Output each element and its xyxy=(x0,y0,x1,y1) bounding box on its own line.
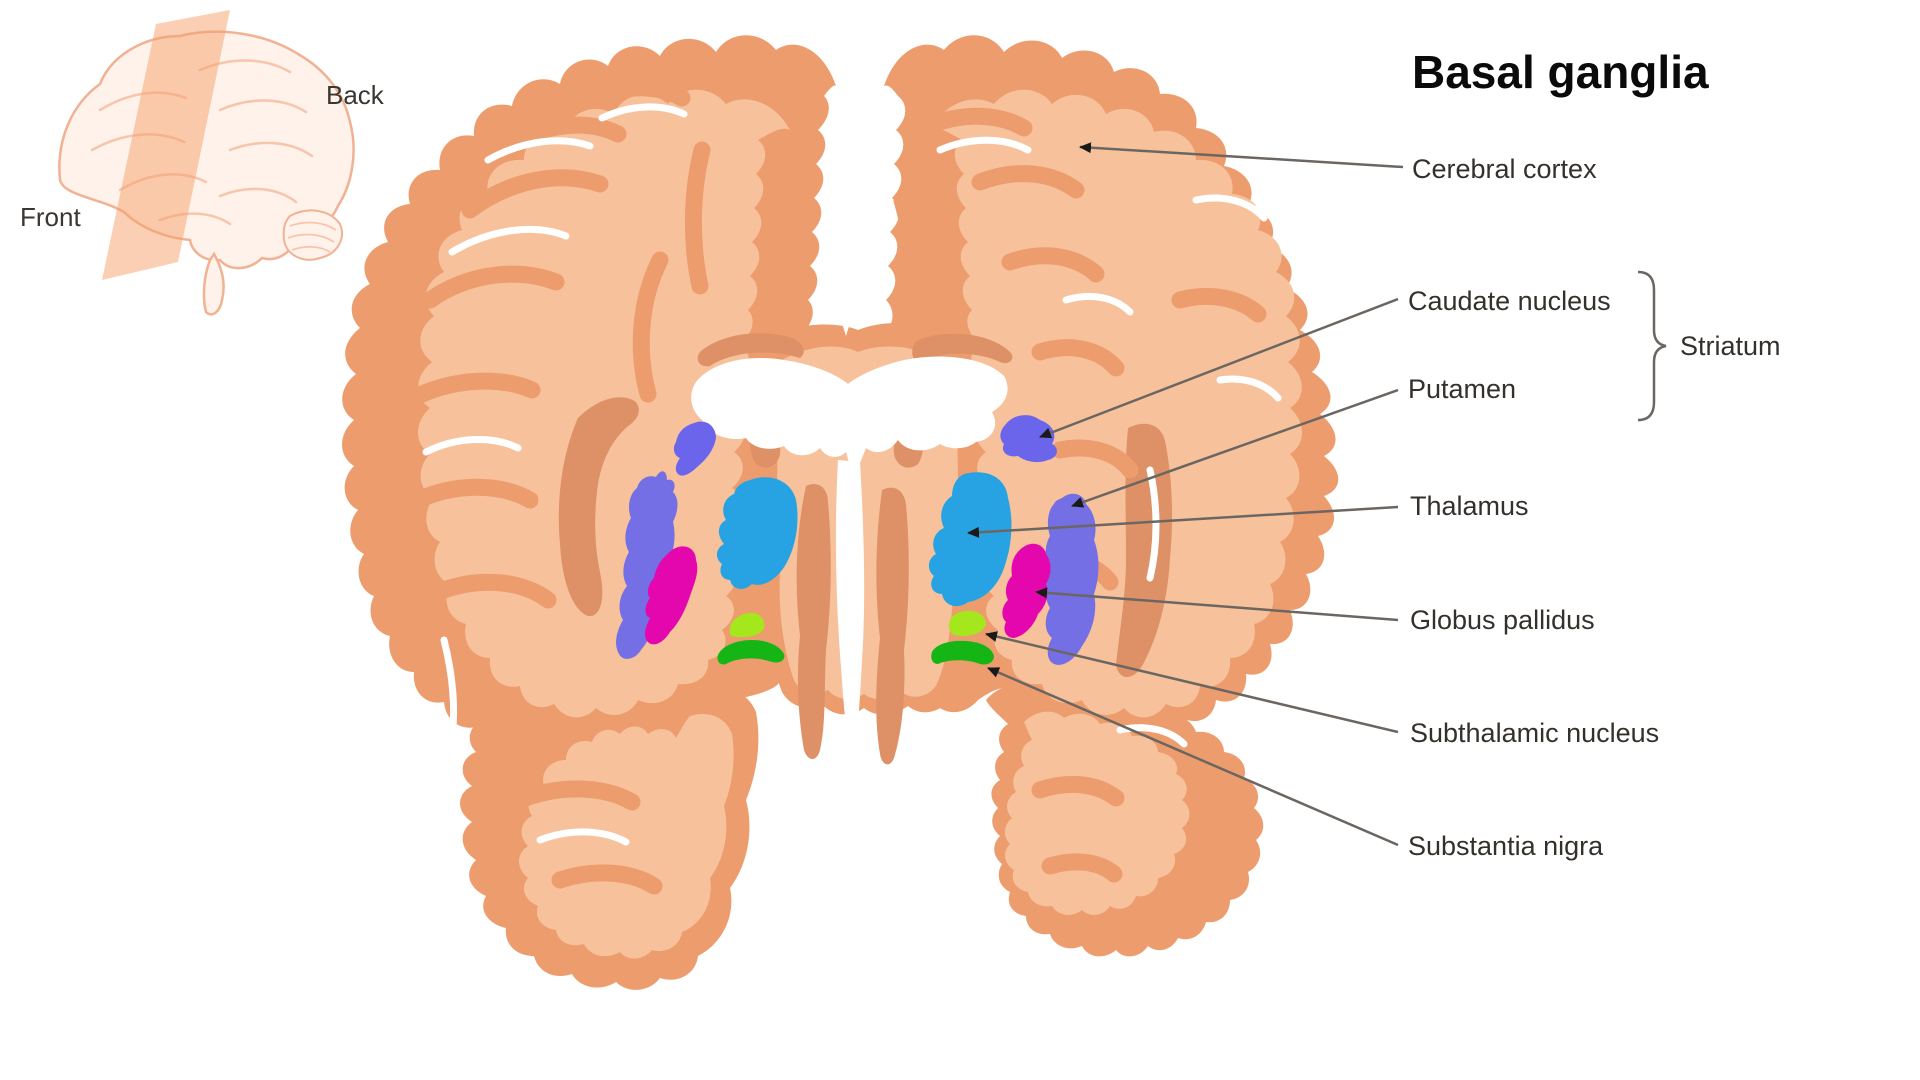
sulcus-stroke xyxy=(491,116,627,159)
globus-pallidus-right-shape xyxy=(1002,543,1051,638)
label-subthalamic-nucleus: Subthalamic nucleus xyxy=(1410,718,1659,748)
third-ventricle xyxy=(835,460,865,758)
label-globus-pallidus: Globus pallidus xyxy=(1410,605,1595,635)
sulcus-stroke xyxy=(1051,439,1139,479)
label-striatum: Striatum xyxy=(1680,331,1781,361)
inset-brainstem xyxy=(202,251,225,316)
left-temporal-white-matter xyxy=(519,714,734,959)
cerebellum-fold xyxy=(289,221,337,231)
substantia-nigra-right-shape xyxy=(931,640,994,665)
sulcus-stroke xyxy=(1031,339,1125,377)
cerebellum-fold xyxy=(287,233,335,243)
deep-gray-structures xyxy=(558,333,1173,765)
sulcus-stroke xyxy=(401,372,541,409)
substantia-nigra-left-shape xyxy=(717,640,785,665)
leader-cerebral-cortex xyxy=(1079,142,1404,169)
inset-gyrus xyxy=(228,141,314,158)
sulcus-stroke xyxy=(551,864,663,895)
white-sulcus xyxy=(1192,194,1268,222)
sulcus-stroke xyxy=(1041,853,1123,883)
leader-globus-pallidus xyxy=(1035,587,1399,622)
inset-gyrus xyxy=(218,99,308,114)
lateral-ventricles xyxy=(691,356,1008,472)
leader-lines xyxy=(967,142,1404,847)
corpus-callosum-right-arc xyxy=(912,333,1013,364)
sulcus-stroke xyxy=(461,169,609,219)
sulci-squiggles xyxy=(401,79,1267,895)
right-paramedian-column xyxy=(876,487,909,765)
sulcus-stroke xyxy=(893,191,922,345)
subthalamic-nucleus-left-shape xyxy=(729,612,765,637)
right-insula-shadow xyxy=(1116,423,1173,678)
sulcus-stroke xyxy=(1001,247,1105,283)
caudate-nucleus-right-shape xyxy=(1000,415,1057,463)
label-thalamus: Thalamus xyxy=(1410,491,1529,521)
cerebellum-fold xyxy=(291,245,331,253)
white-sulcus xyxy=(598,103,688,122)
inset-gyrus xyxy=(218,187,298,204)
globus-pallidus-left-shape xyxy=(644,546,698,645)
sulcus-stroke xyxy=(632,251,669,403)
label-substantia-nigra: Substantia nigra xyxy=(1408,831,1604,861)
inset-back-label: Back xyxy=(326,80,385,110)
left-insula-shadow xyxy=(558,397,639,617)
thalamus-left-shape xyxy=(716,477,798,589)
sulcus-stroke xyxy=(511,780,641,811)
sulcus-stroke xyxy=(421,265,565,309)
labels: Basal ganglia Cerebral cortex Caudate nu… xyxy=(1408,46,1781,861)
white-sulcus xyxy=(484,137,594,164)
inset-front-label: Front xyxy=(20,202,81,232)
leader-substantia-nigra xyxy=(987,666,1399,847)
putamen-left-shape xyxy=(616,471,678,659)
sulcus-stroke xyxy=(911,107,1033,139)
left-paramedian-column xyxy=(796,483,831,759)
sulcus-stroke xyxy=(684,141,711,295)
longitudinal-fissure xyxy=(825,61,867,336)
coronal-brain-section xyxy=(342,35,1339,990)
sulcus-stroke xyxy=(971,165,1085,199)
corpus-callosum-left-arc xyxy=(697,333,804,367)
white-sulcus xyxy=(536,828,630,846)
inset-cerebellum-lines xyxy=(287,221,337,253)
white-sulci-slivers xyxy=(422,103,1282,846)
subthalamic-nucleus-right-shape xyxy=(948,610,986,636)
label-cerebral-cortex: Cerebral cortex xyxy=(1412,154,1597,184)
label-caudate-nucleus: Caudate nucleus xyxy=(1408,286,1611,316)
sulcus-stroke xyxy=(435,573,557,609)
leader-thalamus xyxy=(967,505,1399,538)
white-sulcus xyxy=(1216,375,1282,402)
orientation-inset: Back Front xyxy=(20,10,385,316)
diagram-title: Basal ganglia xyxy=(1412,46,1709,98)
striatum-brace xyxy=(1637,270,1667,422)
white-sulcus xyxy=(936,136,1032,154)
leader-caudate-nucleus xyxy=(1039,297,1399,439)
white-sulcus xyxy=(440,636,458,742)
leader-putamen xyxy=(1071,388,1399,508)
coronal-plane-indicator xyxy=(102,10,230,280)
sulcus-stroke xyxy=(409,478,539,509)
sulcus-stroke xyxy=(581,79,691,109)
sulcus-stroke xyxy=(1171,287,1267,323)
white-sulcus xyxy=(448,225,570,256)
white-sulcus xyxy=(1062,292,1134,316)
white-sulcus xyxy=(422,436,522,456)
thalamus-right-shape xyxy=(928,472,1012,607)
caudate-nucleus-left-shape xyxy=(673,421,716,476)
putamen-right-shape xyxy=(1045,493,1099,665)
nuclei xyxy=(616,415,1099,665)
label-putamen: Putamen xyxy=(1408,374,1516,404)
white-sulcus xyxy=(1146,466,1160,582)
sulcus-stroke xyxy=(1031,775,1125,807)
leader-subthalamic-nucleus xyxy=(985,631,1399,734)
